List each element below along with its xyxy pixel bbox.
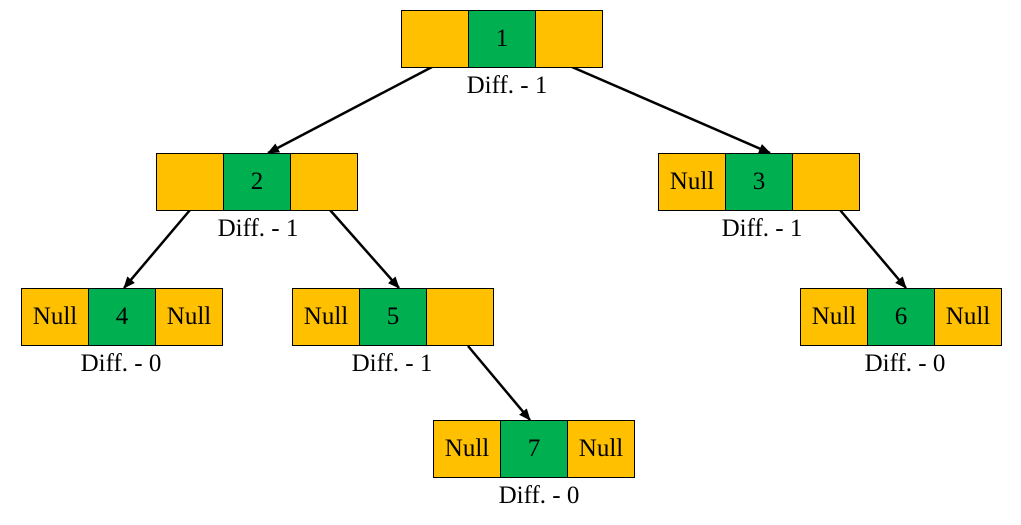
right-pointer-cell [290, 153, 358, 211]
edge-2-to-5 [329, 209, 400, 289]
node-1-diff-label: Diff. - 1 [466, 72, 548, 99]
tree-node-3: Null 3 [658, 153, 860, 211]
node-key-cell: 4 [88, 288, 156, 346]
left-pointer-cell: Null [21, 288, 89, 346]
node-7-diff-label: Diff. - 0 [498, 482, 580, 509]
node-2-diff-label: Diff. - 1 [217, 215, 299, 242]
tree-node-7: Null 7 Null [433, 420, 635, 478]
node-key-cell: 1 [468, 10, 536, 68]
node-key-cell: 7 [500, 420, 568, 478]
node-3-diff-label: Diff. - 1 [721, 215, 803, 242]
edge-1-to-2 [267, 65, 433, 155]
tree-node-5: Null 5 [292, 288, 494, 346]
edge-3-to-6 [839, 209, 907, 289]
node-6-diff-label: Diff. - 0 [864, 350, 946, 377]
edge-2-to-4 [123, 209, 191, 289]
node-key-cell: 3 [725, 153, 793, 211]
node-key-cell: 5 [359, 288, 427, 346]
tree-node-6: Null 6 Null [800, 288, 1002, 346]
right-pointer-cell [792, 153, 860, 211]
node-key-cell: 6 [867, 288, 935, 346]
node-5-diff-label: Diff. - 1 [351, 350, 433, 377]
edge-1-to-3 [571, 65, 771, 155]
tree-node-1: 1 [401, 10, 603, 68]
right-pointer-cell [426, 288, 494, 346]
tree-node-2: 2 [156, 153, 358, 211]
right-pointer-cell: Null [155, 288, 223, 346]
left-pointer-cell: Null [800, 288, 868, 346]
left-pointer-cell [401, 10, 469, 68]
left-pointer-cell: Null [292, 288, 360, 346]
tree-node-4: Null 4 Null [21, 288, 223, 346]
right-pointer-cell [535, 10, 603, 68]
left-pointer-cell: Null [658, 153, 726, 211]
node-4-diff-label: Diff. - 0 [80, 350, 162, 377]
left-pointer-cell [156, 153, 224, 211]
edge-5-to-7 [467, 345, 531, 421]
right-pointer-cell: Null [934, 288, 1002, 346]
left-pointer-cell: Null [433, 420, 501, 478]
node-key-cell: 2 [223, 153, 291, 211]
right-pointer-cell: Null [567, 420, 635, 478]
